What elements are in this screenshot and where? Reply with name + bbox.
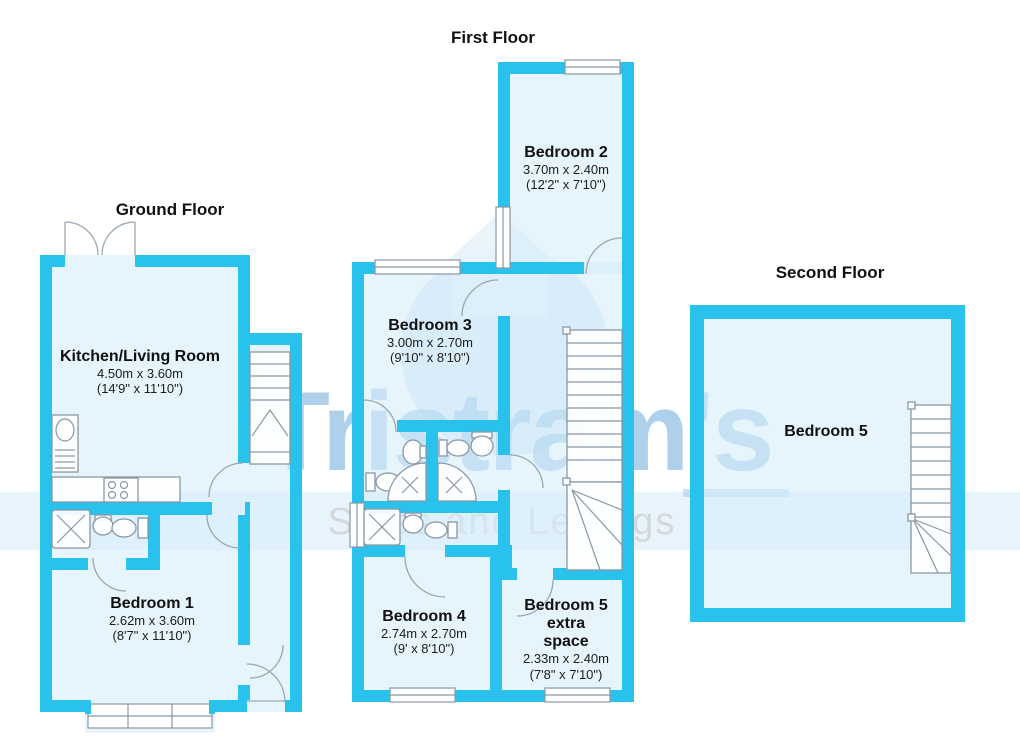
ground-floor-doors	[64, 221, 286, 703]
shower-icon	[51, 509, 91, 549]
first-floor-walls	[352, 62, 634, 702]
toilet-icon	[111, 517, 149, 539]
ground-floor-stairs	[249, 351, 291, 465]
cooker-icon	[103, 477, 139, 503]
first-floor-fill-bedroom2	[498, 62, 634, 274]
sink-icon	[470, 431, 494, 457]
first-floor-stairs	[562, 326, 623, 571]
kitchen-sink-icon	[51, 414, 79, 473]
bathroom-sink-icon	[92, 514, 114, 536]
first-floor-plan	[349, 59, 634, 703]
bay-window	[85, 700, 215, 729]
ground-floor-plan	[40, 221, 302, 733]
toilet-icon	[424, 521, 458, 539]
toilet-icon	[438, 439, 470, 457]
shower-icon	[363, 508, 401, 546]
second-floor-title: Second Floor	[775, 263, 885, 282]
corner-shower-icon	[387, 462, 427, 502]
sink-icon	[402, 512, 424, 534]
second-floor-plan	[690, 305, 965, 622]
corner-shower-icon	[437, 462, 477, 502]
first-floor-title: First Floor	[450, 28, 536, 47]
second-floor-walls	[690, 305, 965, 622]
second-floor-stairs	[907, 401, 952, 574]
ground-floor-walls	[40, 255, 302, 712]
